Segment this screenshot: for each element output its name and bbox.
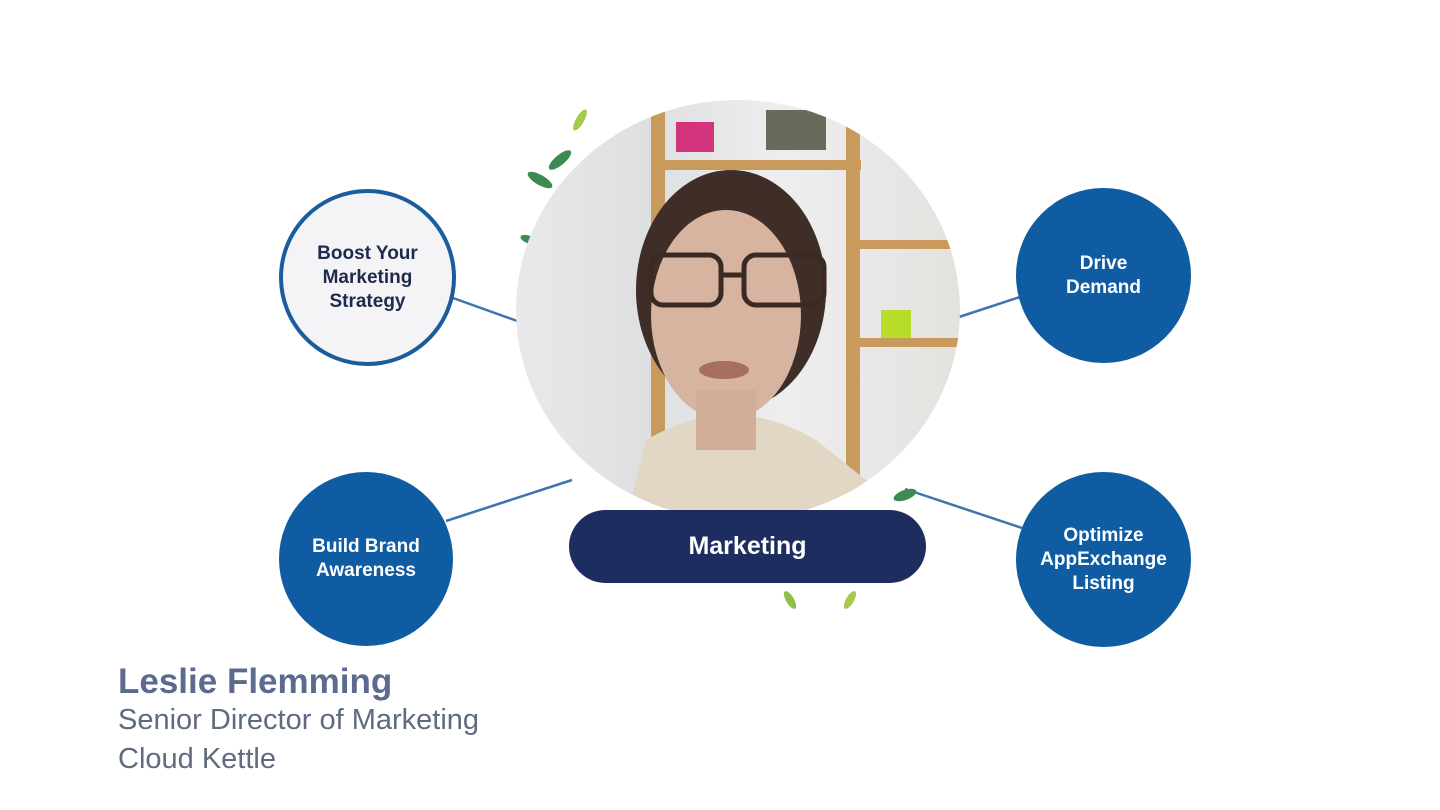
connector-optimize <box>904 487 1023 530</box>
speaker-video <box>516 100 960 520</box>
leaf-decoration <box>520 109 917 609</box>
connector-drive <box>955 295 1021 320</box>
node-optimize-appexchange-listing: Optimize AppExchange Listing <box>1016 472 1191 647</box>
speaker-title: Senior Director of Marketing <box>118 704 480 736</box>
connector-boost <box>452 296 521 324</box>
node-boost-marketing-strategy: Boost Your Marketing Strategy <box>279 189 456 366</box>
center-label-text: Marketing <box>688 532 807 560</box>
speaker-name: Leslie Flemming <box>118 662 393 701</box>
node-label: Optimize AppExchange Listing <box>1040 524 1167 594</box>
node-label: Drive Demand <box>1066 252 1141 298</box>
node-build-brand-awareness: Build Brand Awareness <box>279 472 453 646</box>
video-frame-person <box>626 100 960 520</box>
speaker-company: Cloud Kettle <box>118 743 276 775</box>
center-label-marketing: Marketing <box>569 510 926 583</box>
node-label: Build Brand Awareness <box>312 536 420 581</box>
node-drive-demand: Drive Demand <box>1016 188 1191 363</box>
node-label: Boost Your Marketing Strategy <box>317 242 418 312</box>
connector-build <box>445 478 573 523</box>
